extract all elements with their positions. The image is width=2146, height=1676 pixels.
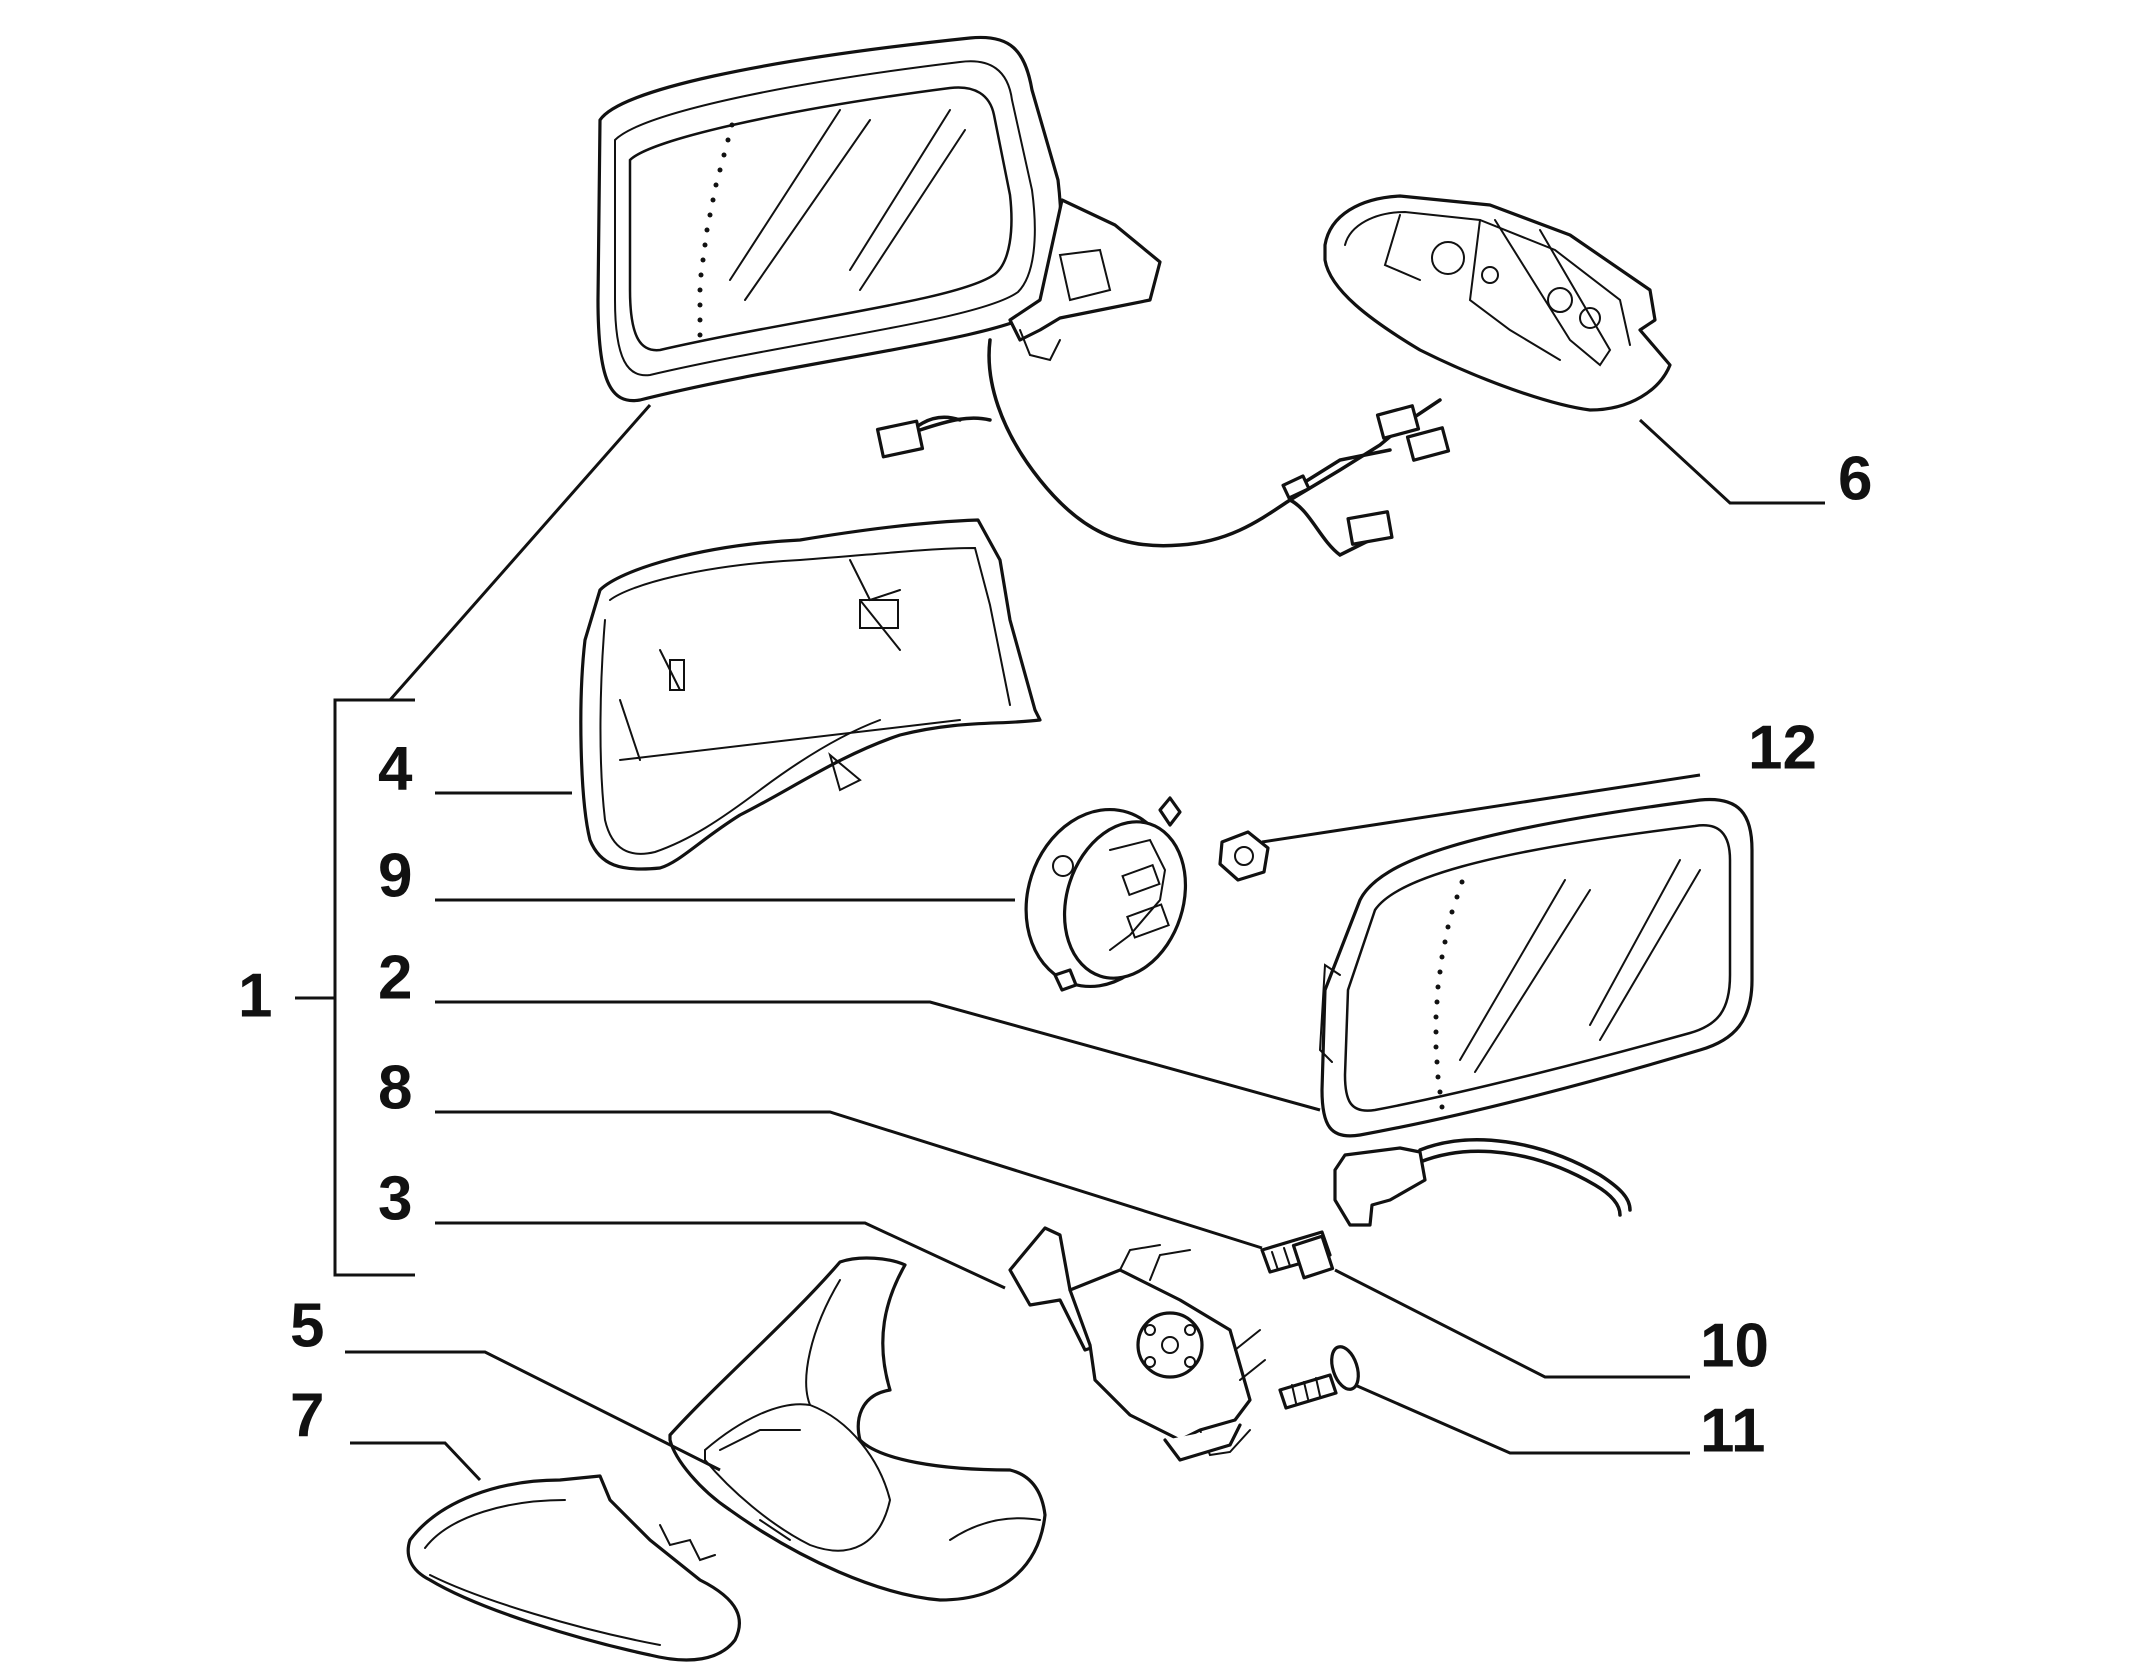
callout-labels: 1 2 3 4 5 6 7 8 9 10 11 12 [238, 444, 1872, 1465]
bolt-illustration [1260, 1230, 1335, 1280]
callout-6: 6 [1838, 444, 1872, 513]
callout-12: 12 [1748, 713, 1817, 782]
callout-10: 10 [1700, 1311, 1769, 1380]
base-trim-illustration [668, 1256, 1047, 1602]
actuator-disc-illustration [1024, 796, 1188, 992]
callout-8: 8 [378, 1053, 412, 1122]
mirror-glass-illustration [1318, 797, 1754, 1227]
nut-illustration [1218, 830, 1270, 882]
callout-1: 1 [238, 961, 272, 1030]
leader-lines [295, 404, 1825, 1482]
screw-illustration [1278, 1345, 1360, 1410]
adjustment-motor-illustration [1008, 1226, 1266, 1462]
callout-11: 11 [1700, 1396, 1766, 1465]
callout-9: 9 [378, 841, 412, 910]
indicator-dots [697, 122, 735, 338]
wiring-harness-illustration [875, 338, 1451, 558]
glass-indicator-dots [1433, 879, 1465, 1110]
cover-shell-illustration [579, 518, 1042, 871]
callout-7: 7 [290, 1381, 324, 1450]
callout-3: 3 [378, 1164, 412, 1233]
mirror-assembly-illustration [596, 35, 1162, 403]
callout-4: 4 [378, 734, 413, 803]
side-indicator-lamp-illustration [406, 1474, 742, 1662]
callout-2: 2 [378, 943, 412, 1012]
cover-cap-illustration [1323, 194, 1672, 412]
callout-5: 5 [290, 1291, 324, 1360]
